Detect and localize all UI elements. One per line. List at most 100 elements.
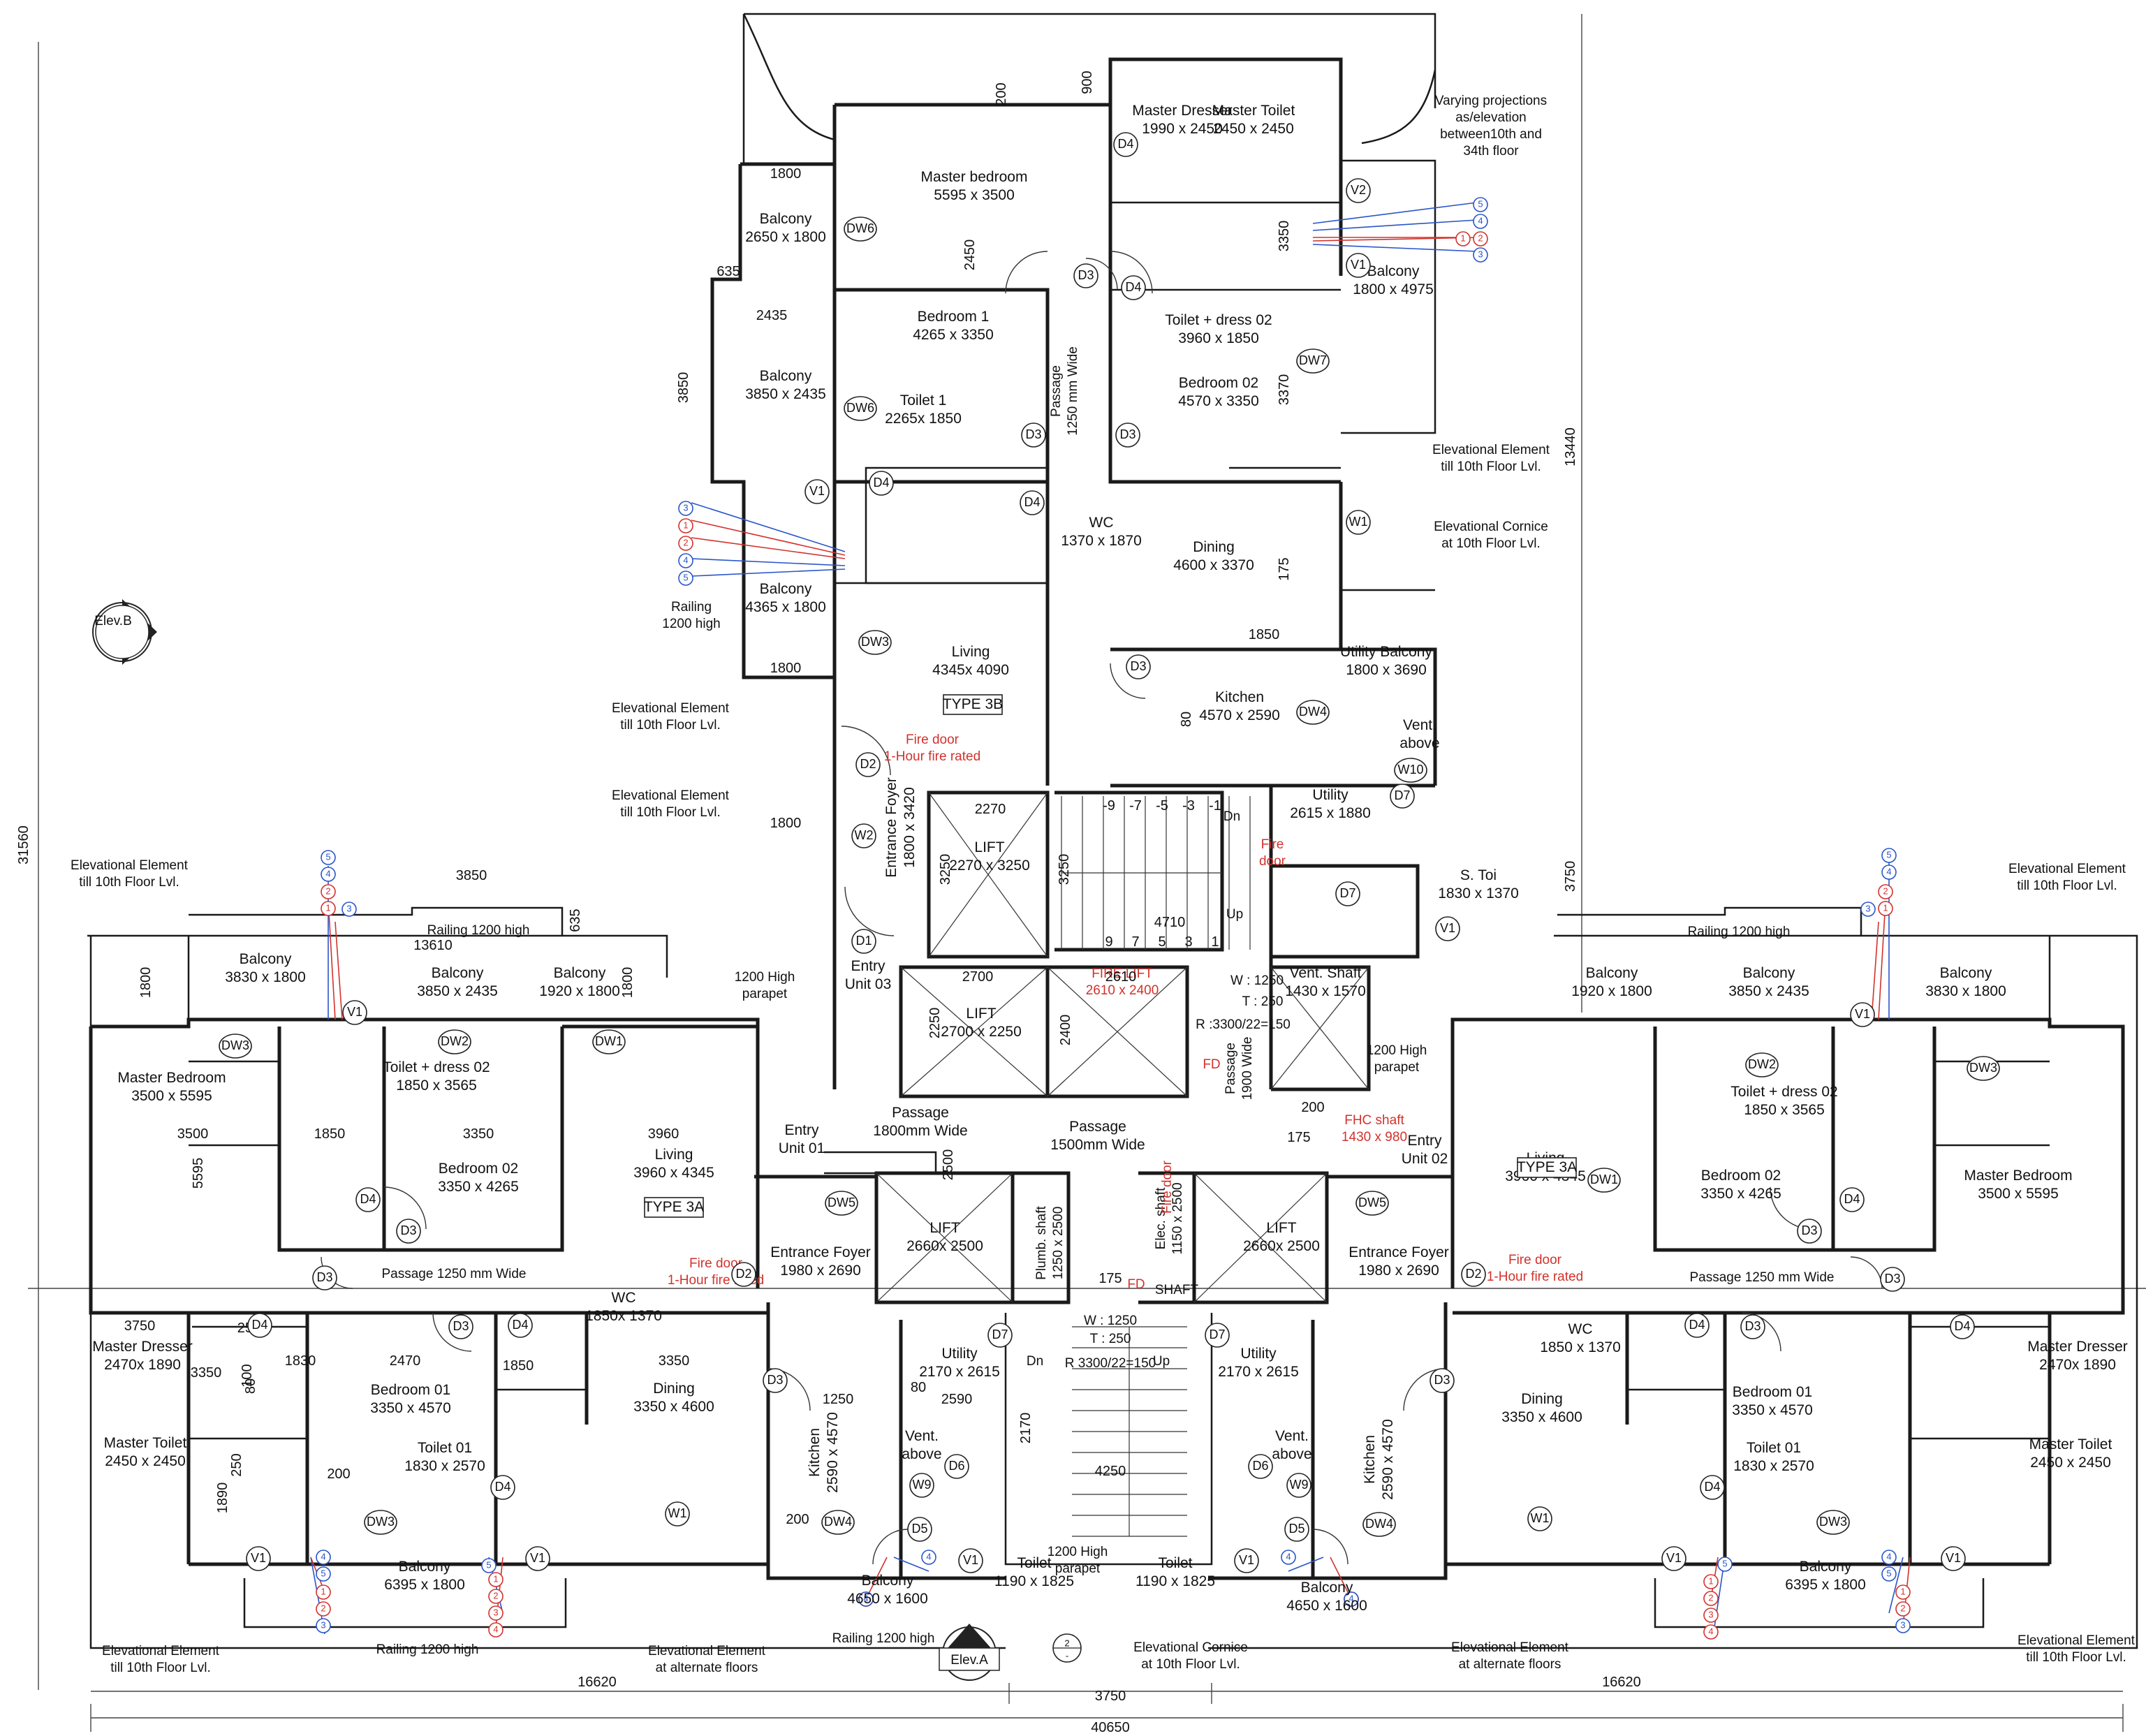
svg-text:D4: D4	[1689, 1318, 1705, 1332]
svg-text:5: 5	[1722, 1558, 1727, 1568]
dimension-value: 1800	[138, 967, 154, 999]
opening-tag: D3	[1073, 263, 1098, 288]
svg-text:D7: D7	[1339, 886, 1355, 900]
opening-tag: DW2	[1745, 1052, 1779, 1077]
svg-text:D7: D7	[1394, 788, 1410, 802]
dimension-value: 80	[911, 1380, 926, 1395]
svg-text:DW2: DW2	[441, 1034, 469, 1048]
svg-text:D5: D5	[1288, 1522, 1304, 1536]
stair-label: -7	[1129, 798, 1142, 814]
svg-text:D3: D3	[1884, 1272, 1900, 1286]
svg-text:4: 4	[1886, 1551, 1891, 1561]
dimension-value: 635	[568, 909, 583, 932]
opening-tag: V1	[246, 1546, 271, 1571]
svg-text:1: 1	[1708, 1575, 1713, 1586]
svg-text:2: 2	[1900, 1603, 1905, 1613]
elevation-marker-a: Elev.A	[939, 1624, 1000, 1681]
unit-type-label: TYPE 3A	[644, 1197, 704, 1218]
opening-tag: V1	[342, 1000, 367, 1025]
svg-text:W10: W10	[1397, 763, 1423, 777]
svg-text:1: 1	[1460, 233, 1465, 243]
svg-text:DW3: DW3	[367, 1515, 395, 1529]
dimension-value: 5595	[191, 1158, 206, 1189]
svg-text:V1: V1	[1855, 1007, 1870, 1021]
svg-text:2: 2	[321, 1603, 325, 1613]
dimension-value: 1800	[770, 661, 802, 676]
svg-text:V1: V1	[347, 1005, 362, 1019]
dimension-value: 2435	[756, 308, 788, 323]
svg-text:D3: D3	[1130, 659, 1146, 673]
elev-a-label: Elev.A	[950, 1653, 988, 1668]
svg-text:5: 5	[683, 572, 688, 582]
dimension-value: 1800	[770, 166, 802, 182]
stair-label: W : 1250	[1084, 1314, 1137, 1328]
svg-text:3: 3	[1708, 1609, 1713, 1619]
svg-text:4: 4	[325, 868, 330, 878]
svg-text:D3: D3	[400, 1223, 416, 1237]
stair-label: T : 250	[1242, 994, 1284, 1009]
dimension-value: 175	[1098, 1271, 1122, 1286]
svg-text:D4: D4	[1844, 1192, 1860, 1206]
opening-tag: DW2	[438, 1029, 471, 1054]
opening-tag: V1	[1941, 1546, 1966, 1571]
opening-tag: DW1	[592, 1029, 626, 1054]
opening-tag: DW5	[1355, 1191, 1389, 1216]
opening-tag: D4	[1684, 1313, 1710, 1338]
svg-text:D7: D7	[992, 1327, 1008, 1341]
annotation-label: Railing 1200 high	[832, 1631, 935, 1646]
svg-text:1: 1	[325, 902, 330, 913]
opening-tag: D4	[355, 1187, 381, 1212]
opening-tag: D4	[1121, 275, 1146, 300]
dimension-value: 80	[1179, 712, 1194, 727]
opening-tag: DW3	[1967, 1056, 2000, 1081]
svg-text:DW1: DW1	[595, 1034, 623, 1048]
svg-text:2: 2	[1883, 885, 1888, 896]
dimension-value: 4250	[1095, 1464, 1126, 1479]
svg-text:1: 1	[1900, 1586, 1905, 1596]
annotation-label: Passage 1250 mm Wide	[382, 1267, 527, 1281]
opening-tag: W1	[665, 1501, 690, 1527]
svg-text:V1: V1	[1666, 1551, 1682, 1565]
dimension-value: 2270	[975, 802, 1006, 817]
svg-text:5: 5	[1478, 198, 1483, 209]
svg-text:D2: D2	[860, 757, 876, 771]
dimension-value: 4710	[1154, 915, 1186, 930]
opening-tag: D4	[490, 1475, 515, 1500]
opening-tag: V1	[1435, 916, 1460, 941]
opening-tag: W1	[1346, 510, 1371, 535]
svg-text:D7: D7	[1209, 1327, 1225, 1341]
dimension-value: 1890	[215, 1483, 230, 1514]
svg-text:2: 2	[493, 1590, 498, 1601]
room-label: Vent.above	[902, 1428, 941, 1462]
opening-tag: D7	[1205, 1323, 1230, 1348]
fire-note: Fire door	[1160, 1160, 1175, 1214]
opening-tag: D3	[1115, 422, 1140, 448]
unit-type-label: TYPE 3B	[943, 694, 1003, 715]
dimension-value: 3370	[1277, 374, 1292, 406]
svg-text:D4: D4	[251, 1318, 267, 1332]
stair-label: R :3300/22=150	[1196, 1017, 1291, 1032]
stair-label: Dn	[1027, 1354, 1043, 1369]
svg-text:-: -	[1066, 1650, 1068, 1661]
north-wing-walls	[710, 13, 1437, 788]
